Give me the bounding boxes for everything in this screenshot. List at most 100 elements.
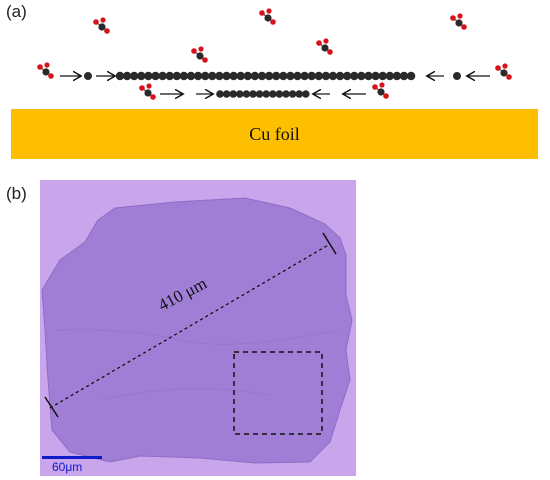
- oxygen-atom: [146, 83, 152, 89]
- oxygen-atom: [100, 17, 106, 23]
- carbon-atom: [215, 71, 224, 81]
- carbon-atom: [453, 72, 461, 80]
- carbon-atom: [250, 71, 260, 81]
- carbon-atom: [269, 90, 277, 98]
- carbon-atom: [137, 71, 146, 81]
- oxygen-atom: [104, 28, 110, 34]
- micrograph-drawing: [41, 197, 353, 464]
- carbon-atom: [371, 71, 380, 81]
- co2-molecule: [495, 63, 512, 80]
- oxygen-atom: [495, 65, 501, 71]
- oxygen-atom: [270, 19, 276, 25]
- co2-molecule: [450, 13, 467, 30]
- carbon-atom: [406, 71, 416, 81]
- carbon-atom: [357, 71, 366, 81]
- carbon-atom: [302, 90, 310, 98]
- carbon-atom: [158, 71, 167, 81]
- carbon-atom: [328, 71, 338, 81]
- oxygen-atom: [461, 24, 467, 30]
- carbon-atom: [172, 71, 181, 81]
- carbon-atom: [385, 71, 394, 81]
- wrinkle-line: [54, 329, 341, 345]
- carbon-atom: [314, 71, 323, 81]
- co2-molecule: [191, 46, 208, 63]
- carbon-atom: [455, 19, 463, 27]
- carbon-atom: [282, 90, 290, 98]
- carbon-atom: [98, 23, 106, 31]
- carbon-atom: [179, 71, 189, 81]
- panel-a-schematic: [37, 8, 512, 100]
- carbon-atom: [193, 71, 203, 81]
- carbon-atom: [377, 88, 385, 96]
- co2-molecule: [37, 62, 54, 79]
- carbon-atom: [264, 71, 274, 81]
- oxygen-atom: [457, 13, 463, 19]
- carbon-atom: [201, 71, 210, 81]
- carbon-atom: [307, 71, 316, 81]
- oxygen-atom: [139, 85, 145, 91]
- wrinkle-line: [99, 388, 271, 401]
- carbon-atom: [293, 71, 302, 81]
- oxygen-atom: [259, 10, 265, 16]
- measure-end-cap: [322, 232, 337, 255]
- carbon-atom: [257, 71, 267, 81]
- carbon-atom: [286, 71, 295, 81]
- carbon-atom: [262, 90, 271, 98]
- carbon-atom: [321, 44, 329, 52]
- carbon-atom: [151, 71, 160, 81]
- carbon-atom: [243, 71, 252, 81]
- oxygen-atom: [44, 62, 50, 68]
- co2-molecule: [93, 17, 110, 34]
- oxygen-atom: [93, 19, 99, 25]
- scale-bar-label: 60μm: [52, 460, 83, 474]
- carbon-atom: [236, 71, 245, 81]
- selection-box: [233, 351, 323, 435]
- panel-b-label: (b): [6, 184, 27, 203]
- carbon-atom: [264, 14, 272, 22]
- graphene-domain: [41, 197, 353, 464]
- carbon-atom: [255, 90, 264, 98]
- carbon-atom: [165, 71, 174, 81]
- carbon-atom: [288, 90, 297, 98]
- carbon-atom: [500, 69, 508, 77]
- graphene-chain-upper: [115, 71, 416, 81]
- carbon-atom: [115, 71, 125, 81]
- oxygen-atom: [502, 63, 508, 69]
- co2-molecule: [139, 83, 156, 100]
- co2-molecule: [372, 82, 389, 99]
- oxygen-atom: [191, 48, 197, 54]
- carbon-atom: [275, 90, 284, 98]
- cu-foil-label: Cu foil: [249, 123, 300, 144]
- carbon-atom: [350, 71, 359, 81]
- oxygen-atom: [48, 73, 54, 79]
- carbon-atom: [249, 90, 257, 98]
- oxygen-atom: [198, 46, 204, 52]
- oxygen-atom: [150, 94, 156, 100]
- oxygen-atom: [372, 84, 378, 90]
- carbon-atom: [229, 90, 237, 98]
- oxygen-atom: [316, 40, 322, 46]
- oxygen-atom: [323, 38, 329, 44]
- carbon-atom: [321, 71, 331, 81]
- carbon-atom: [196, 52, 204, 60]
- carbon-atom: [222, 90, 231, 98]
- diffusion-arrows: [60, 76, 490, 94]
- carbon-atom: [399, 71, 409, 81]
- panel-a-label: (a): [6, 2, 27, 21]
- carbon-atom: [130, 71, 139, 81]
- carbon-atom: [229, 71, 238, 81]
- carbon-atom: [216, 90, 224, 98]
- carbon-atom: [295, 90, 304, 98]
- carbon-atom: [279, 71, 288, 81]
- co2-molecule: [316, 38, 333, 55]
- carbon-atom: [84, 72, 92, 80]
- oxygen-atom: [450, 15, 456, 21]
- carbon-atom: [208, 71, 217, 81]
- oxygen-atom: [202, 57, 208, 63]
- carbon-atom: [144, 89, 152, 97]
- oxygen-atom: [379, 82, 385, 88]
- carbon-atom: [242, 90, 251, 98]
- co2-molecules: [37, 8, 512, 100]
- co2-molecule: [259, 8, 276, 25]
- carbon-atom: [222, 71, 231, 81]
